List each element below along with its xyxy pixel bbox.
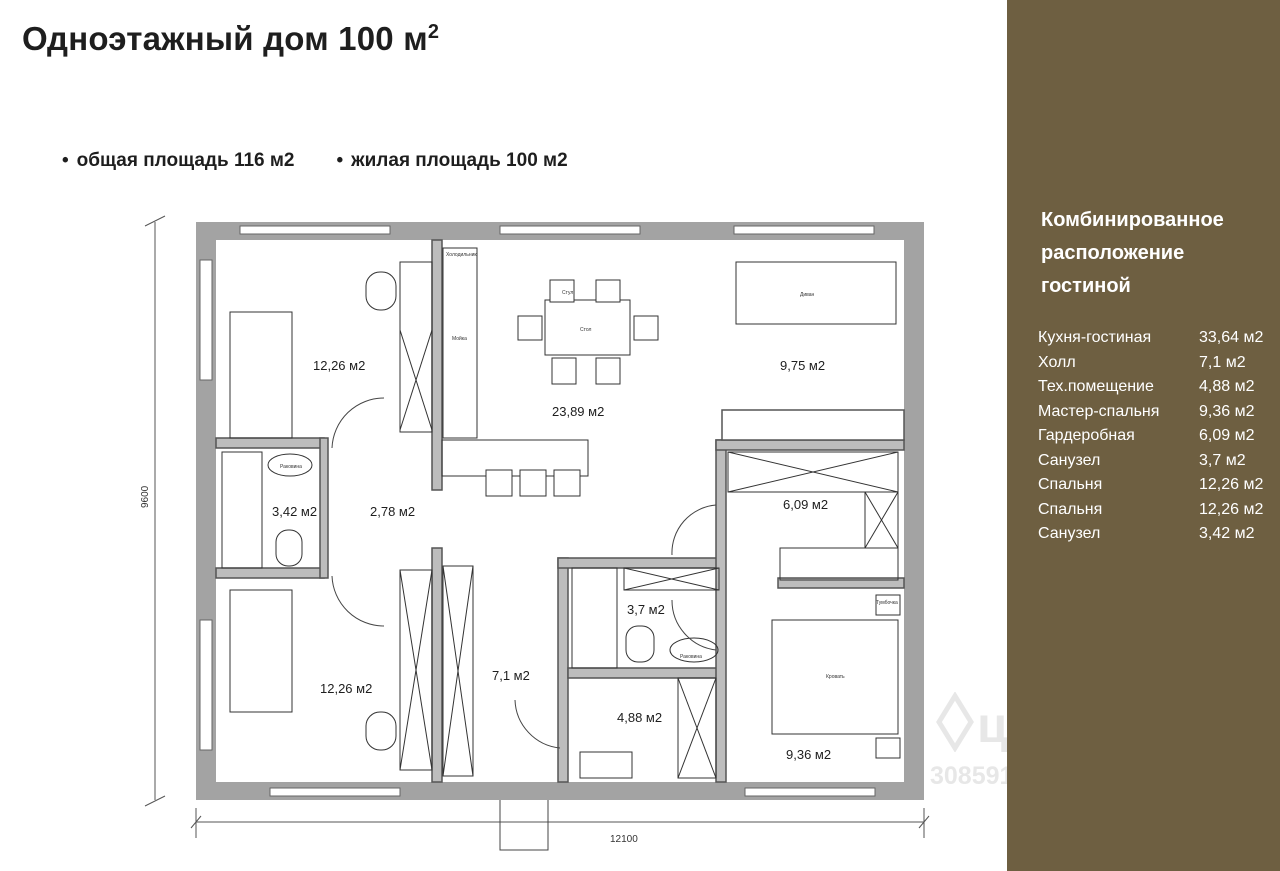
- svg-text:Тумбочка: Тумбочка: [876, 600, 898, 606]
- area-wardrobe: 6,09 м2: [783, 497, 828, 512]
- doors: [331, 397, 717, 851]
- svg-text:Мойка: Мойка: [452, 335, 467, 342]
- area-bath-right: 3,7 м2: [627, 602, 665, 617]
- svg-text:Стол: Стол: [580, 327, 592, 333]
- svg-text:Кровать: Кровать: [826, 674, 845, 680]
- furniture: [221, 247, 901, 779]
- floor-plan: 12100 9600: [140, 215, 930, 851]
- area-tech: 4,88 м2: [617, 710, 662, 725]
- area-living: 9,75 м2: [780, 358, 825, 373]
- chairs: [275, 271, 659, 751]
- panel-title: Комбинированное расположение гостиной: [1041, 209, 1224, 297]
- living-area: жилая площадь 100 м2: [337, 150, 568, 172]
- furniture-labels: Стул Стол Диван Холодильник Мойка Ракови…: [280, 252, 898, 680]
- area-master: 9,36 м2: [786, 747, 831, 762]
- cian-logo-icon: [936, 692, 974, 752]
- svg-text:Холодильник: Холодильник: [446, 252, 477, 258]
- info-panel: Комбинированное расположение гостиной Ку…: [1007, 0, 1280, 871]
- area-kitchen: 23,89 м2: [552, 404, 604, 419]
- svg-text:Раковина: Раковина: [680, 654, 702, 660]
- windows: [199, 225, 876, 797]
- page-title: Одноэтажный дом 100 м2: [22, 20, 440, 57]
- area-bath-left: 3,42 м2: [272, 504, 317, 519]
- dimension-lines: [144, 215, 930, 838]
- area-bedroom-top: 12,26 м2: [313, 358, 365, 373]
- total-area: общая площадь 116 м2: [62, 150, 295, 172]
- svg-text:Диван: Диван: [800, 292, 815, 298]
- svg-text:Раковина: Раковина: [280, 464, 302, 470]
- area-summary: общая площадь 116 м2 жилая площадь 100 м…: [62, 150, 568, 172]
- svg-text:Стул: Стул: [562, 290, 573, 296]
- interior-walls: [215, 239, 905, 783]
- area-hall: 7,1 м2: [492, 668, 530, 683]
- area-corridor: 2,78 м2: [370, 504, 415, 519]
- area-bedroom-bottom: 12,26 м2: [320, 681, 372, 696]
- dim-width-label: 12100: [610, 834, 638, 845]
- area-labels: 12,26 м2 23,89 м2 9,75 м2 3,42 м2 2,78 м…: [272, 358, 831, 762]
- dim-height-label: 9600: [140, 485, 151, 508]
